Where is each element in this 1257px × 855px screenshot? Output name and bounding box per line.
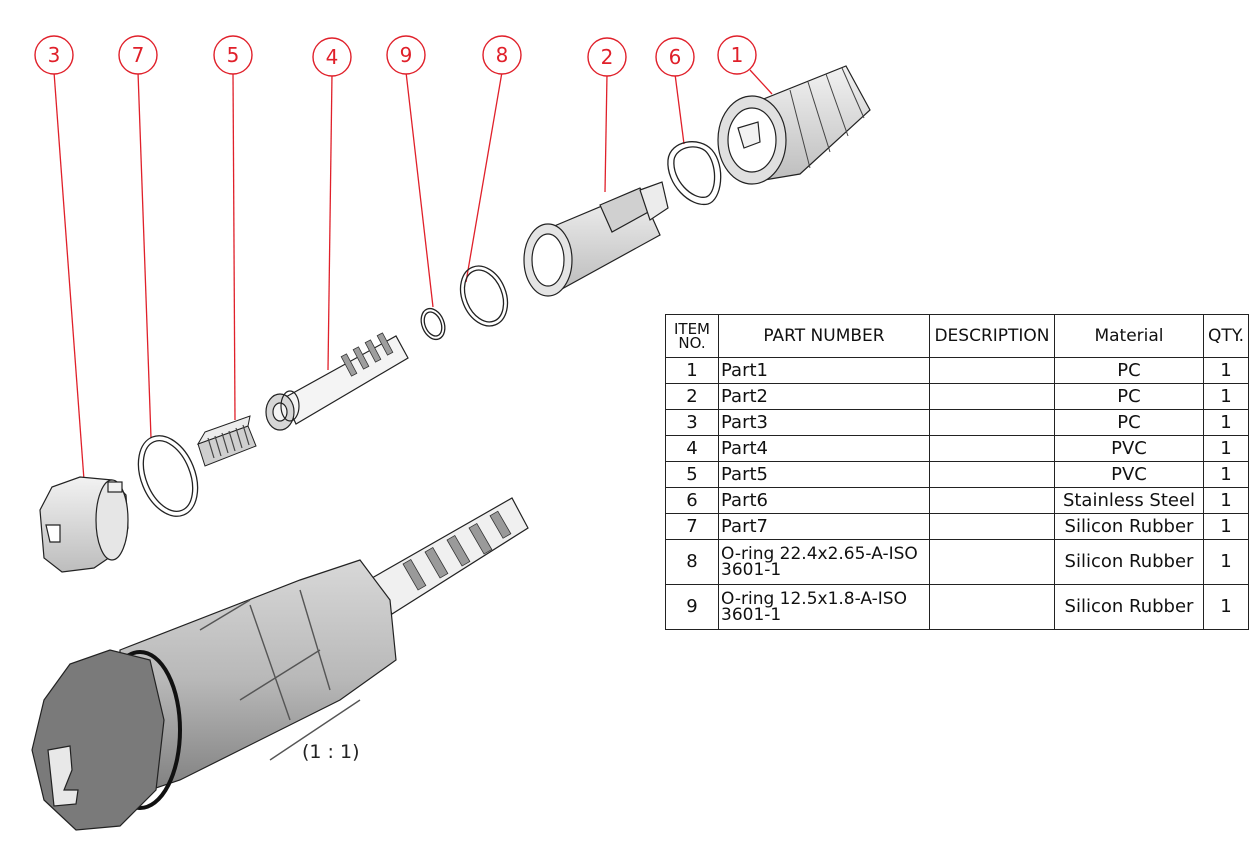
- part-5-clip: [196, 415, 257, 467]
- cell-part-number: Part6: [718, 487, 930, 514]
- balloon-5: 5: [213, 35, 253, 75]
- cell-material: Silicon Rubber: [1054, 539, 1204, 585]
- balloon-1: 1: [717, 35, 757, 75]
- balloon-7: 7: [118, 35, 158, 75]
- balloon-9-label: 9: [400, 43, 413, 67]
- balloon-8-label: 8: [496, 43, 509, 67]
- balloon-3-label: 3: [48, 43, 61, 67]
- part-1-nut: [717, 65, 871, 185]
- cell-description: [929, 487, 1055, 514]
- cell-description: [929, 539, 1055, 585]
- header-material: Material: [1054, 314, 1204, 358]
- part-3-end-cap: [39, 476, 129, 573]
- cell-part-number: Part3: [718, 409, 930, 436]
- header-qty: QTY.: [1203, 314, 1249, 358]
- part-8-o-ring: [459, 265, 509, 327]
- cell-qty: 1: [1203, 584, 1249, 630]
- cell-material: PC: [1054, 409, 1204, 436]
- cell-description: [929, 383, 1055, 410]
- table-row: 6 Part6 Stainless Steel 1: [665, 487, 1249, 514]
- balloon-2-label: 2: [601, 45, 614, 69]
- part-9-o-ring: [420, 307, 446, 341]
- table-row: 5 Part5 PVC 1: [665, 461, 1249, 488]
- cell-item-no: 3: [665, 409, 719, 436]
- cell-material: Silicon Rubber: [1054, 513, 1204, 540]
- cell-item-no: 4: [665, 435, 719, 462]
- cell-description: [929, 435, 1055, 462]
- cell-description: [929, 513, 1055, 540]
- table-row: 4 Part4 PVC 1: [665, 435, 1249, 462]
- balloon-4: 4: [312, 37, 352, 77]
- header-description: DESCRIPTION: [929, 314, 1055, 358]
- cell-item-no: 6: [665, 487, 719, 514]
- cell-item-no: 9: [665, 584, 719, 630]
- table-row: 7 Part7 Silicon Rubber 1: [665, 513, 1249, 540]
- cell-item-no: 2: [665, 383, 719, 410]
- cell-part-number: Part2: [718, 383, 930, 410]
- table-row: 2 Part2 PC 1: [665, 383, 1249, 410]
- balloon-2: 2: [587, 37, 627, 77]
- balloon-5-label: 5: [227, 43, 240, 67]
- cell-qty: 1: [1203, 383, 1249, 410]
- assembled-view: [31, 497, 529, 831]
- part-4-tube: [265, 332, 409, 431]
- cell-part-number: Part5: [718, 461, 930, 488]
- cell-qty: 1: [1203, 357, 1249, 384]
- cell-description: [929, 584, 1055, 630]
- balloon-6-label: 6: [669, 45, 682, 69]
- table-row: 1 Part1 PC 1: [665, 357, 1249, 384]
- cell-material: PVC: [1054, 435, 1204, 462]
- balloon-7-label: 7: [132, 43, 145, 67]
- cell-part-number: Part4: [718, 435, 930, 462]
- cell-qty: 1: [1203, 539, 1249, 585]
- header-part-number: PART NUMBER: [718, 314, 930, 358]
- cell-qty: 1: [1203, 487, 1249, 514]
- cell-part-number: Part7: [718, 513, 930, 540]
- cell-description: [929, 461, 1055, 488]
- table-row: 3 Part3 PC 1: [665, 409, 1249, 436]
- cell-material: PC: [1054, 357, 1204, 384]
- part-6-spring-clip: [667, 141, 722, 205]
- balloon-9: 9: [386, 35, 426, 75]
- leader-lines: [53, 69, 773, 481]
- balloon-4-label: 4: [326, 45, 339, 69]
- cell-part-number: Part1: [718, 357, 930, 384]
- view-scale-label: (1 : 1): [302, 741, 360, 763]
- cell-item-no: 1: [665, 357, 719, 384]
- cell-qty: 1: [1203, 409, 1249, 436]
- cell-material: PC: [1054, 383, 1204, 410]
- cell-description: [929, 357, 1055, 384]
- balloon-1-label: 1: [731, 43, 744, 67]
- cell-item-no: 7: [665, 513, 719, 540]
- cell-material: Stainless Steel: [1054, 487, 1204, 514]
- cell-material: Silicon Rubber: [1054, 584, 1204, 630]
- part-2-body: [523, 181, 669, 297]
- cell-qty: 1: [1203, 435, 1249, 462]
- cell-description: [929, 409, 1055, 436]
- cell-qty: 1: [1203, 513, 1249, 540]
- cell-material: PVC: [1054, 461, 1204, 488]
- cell-item-no: 8: [665, 539, 719, 585]
- cell-qty: 1: [1203, 461, 1249, 488]
- part-7-o-ring: [137, 435, 199, 517]
- balloon-8: 8: [482, 35, 522, 75]
- cell-item-no: 5: [665, 461, 719, 488]
- balloon-6: 6: [655, 37, 695, 77]
- balloon-3: 3: [34, 35, 74, 75]
